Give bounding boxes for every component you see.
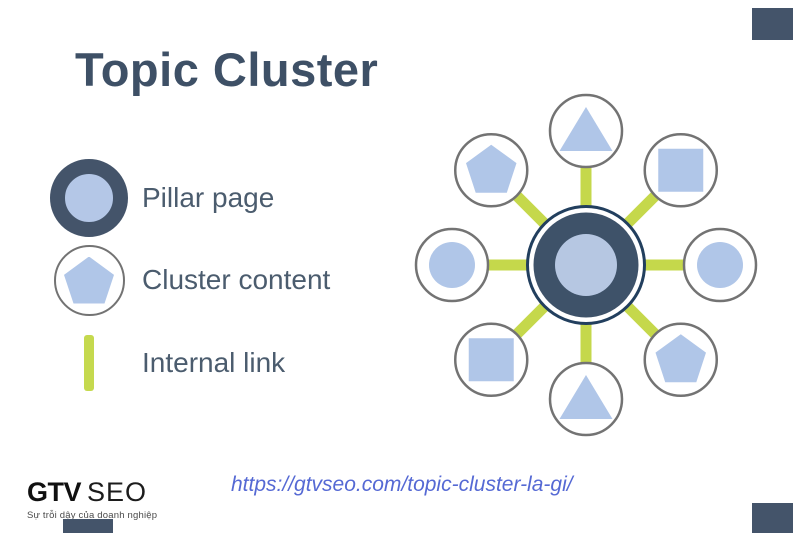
corner-accent-top-right bbox=[752, 8, 793, 40]
pentagon-circle-icon bbox=[53, 244, 125, 316]
legend-label-cluster-content: Cluster content bbox=[142, 264, 331, 295]
cluster-shape-square bbox=[468, 338, 514, 382]
cluster-shape-triangle bbox=[559, 375, 613, 419]
cluster-shape-circle bbox=[697, 242, 743, 288]
legend-item-internal-link: Internal link bbox=[50, 334, 285, 392]
link-bar-icon bbox=[84, 335, 94, 391]
cluster-shape-pentagon bbox=[655, 334, 706, 383]
logo-tagline: Sự trỗi dậy của doanh nghiệp bbox=[27, 510, 158, 521]
logo-brand-secondary: SEO bbox=[87, 477, 148, 507]
legend-label-internal-link: Internal link bbox=[142, 347, 286, 378]
page-title: Topic Cluster bbox=[75, 43, 379, 96]
corner-accent-bottom-left bbox=[63, 519, 113, 533]
pentagon-shape bbox=[64, 256, 114, 304]
corner-accent-bottom-right bbox=[752, 503, 793, 533]
cluster-icon-slot bbox=[50, 244, 128, 316]
legend-item-pillar-page: Pillar page bbox=[50, 158, 274, 238]
cluster-shape-triangle bbox=[559, 107, 613, 151]
cluster-shape-circle bbox=[429, 242, 475, 288]
legend-label-pillar-page: Pillar page bbox=[142, 182, 275, 213]
legend-item-cluster-content: Cluster content bbox=[50, 244, 330, 316]
link-icon-slot bbox=[50, 335, 128, 391]
topic-cluster-diagram bbox=[414, 93, 758, 437]
source-url-link[interactable]: https://gtvseo.com/topic-cluster-la-gi/ bbox=[231, 473, 573, 496]
pillar-page-node bbox=[555, 234, 617, 296]
cluster-shape-square bbox=[658, 148, 704, 192]
cluster-shape-pentagon bbox=[466, 144, 517, 193]
logo-brand-primary: GTV bbox=[27, 477, 82, 507]
pillar-icon-slot bbox=[50, 159, 128, 237]
pillar-circle-icon bbox=[50, 159, 128, 237]
